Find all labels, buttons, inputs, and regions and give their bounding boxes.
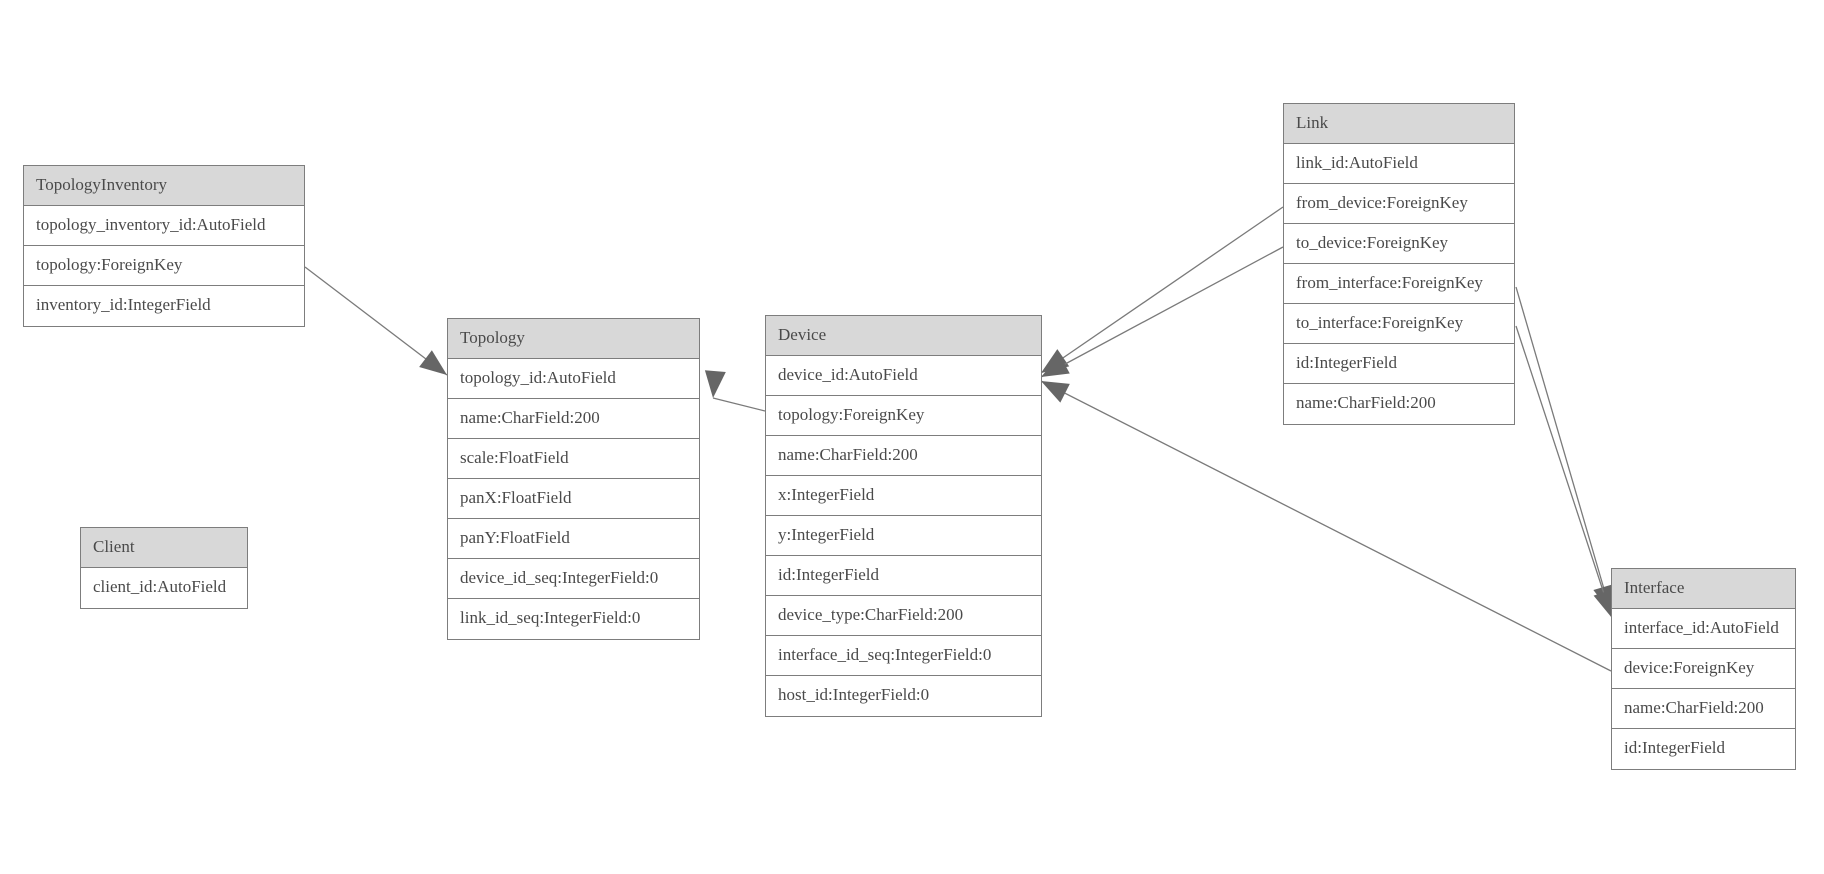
entity-field: interface_id_seq:IntegerField:0 bbox=[766, 636, 1041, 676]
entity-title-topologyinventory: TopologyInventory bbox=[24, 166, 304, 206]
entity-field: name:CharField:200 bbox=[1612, 689, 1795, 729]
entity-field: device_id_seq:IntegerField:0 bbox=[448, 559, 699, 599]
entity-field: interface_id:AutoField bbox=[1612, 609, 1795, 649]
arrowhead-interface-device bbox=[1041, 381, 1070, 403]
entity-title-topology: Topology bbox=[448, 319, 699, 359]
entity-field: name:CharField:200 bbox=[1284, 384, 1514, 424]
entity-field: topology_inventory_id:AutoField bbox=[24, 206, 304, 246]
edge-link-from-interface bbox=[1515, 286, 1612, 614]
entity-field: panY:FloatField bbox=[448, 519, 699, 559]
arrowhead-topologyinventory-topology bbox=[419, 350, 447, 375]
entity-title-device: Device bbox=[766, 316, 1041, 356]
entity-field: y:IntegerField bbox=[766, 516, 1041, 556]
entity-field: x:IntegerField bbox=[766, 476, 1041, 516]
edge-topologyinventory-topology bbox=[304, 266, 448, 376]
entity-field: device_id:AutoField bbox=[766, 356, 1041, 396]
entity-title-client: Client bbox=[81, 528, 247, 568]
entity-field: link_id_seq:IntegerField:0 bbox=[448, 599, 699, 639]
entity-field: from_device:ForeignKey bbox=[1284, 184, 1514, 224]
entity-field: device_type:CharField:200 bbox=[766, 596, 1041, 636]
entity-field: name:CharField:200 bbox=[448, 399, 699, 439]
entity-field: id:IntegerField bbox=[1284, 344, 1514, 384]
entity-field: to_device:ForeignKey bbox=[1284, 224, 1514, 264]
entity-field: id:IntegerField bbox=[766, 556, 1041, 596]
edge-link-from-device bbox=[1040, 206, 1284, 374]
entity-field: topology_id:AutoField bbox=[448, 359, 699, 399]
entity-field: panX:FloatField bbox=[448, 479, 699, 519]
entity-field: to_interface:ForeignKey bbox=[1284, 304, 1514, 344]
entity-field: scale:FloatField bbox=[448, 439, 699, 479]
edge-link-to-device bbox=[1040, 246, 1284, 378]
entity-field: device:ForeignKey bbox=[1612, 649, 1795, 689]
edge-link-to-interface bbox=[1515, 325, 1613, 619]
entity-field: from_interface:ForeignKey bbox=[1284, 264, 1514, 304]
entity-field: name:CharField:200 bbox=[766, 436, 1041, 476]
entity-field: topology:ForeignKey bbox=[24, 246, 304, 286]
arrowhead-link-to-device bbox=[1041, 354, 1070, 377]
entity-title-link: Link bbox=[1284, 104, 1514, 144]
arrowhead-link-from-device bbox=[1041, 349, 1070, 373]
entity-title-interface: Interface bbox=[1612, 569, 1795, 609]
entity-field: link_id:AutoField bbox=[1284, 144, 1514, 184]
entity-field: topology:ForeignKey bbox=[766, 396, 1041, 436]
entity-field: inventory_id:IntegerField bbox=[24, 286, 304, 326]
entity-field: host_id:IntegerField:0 bbox=[766, 676, 1041, 716]
edge-device-topology bbox=[712, 397, 766, 412]
arrowhead-device-topology bbox=[704, 370, 726, 398]
entity-field: id:IntegerField bbox=[1612, 729, 1795, 769]
entity-field: client_id:AutoField bbox=[81, 568, 247, 608]
